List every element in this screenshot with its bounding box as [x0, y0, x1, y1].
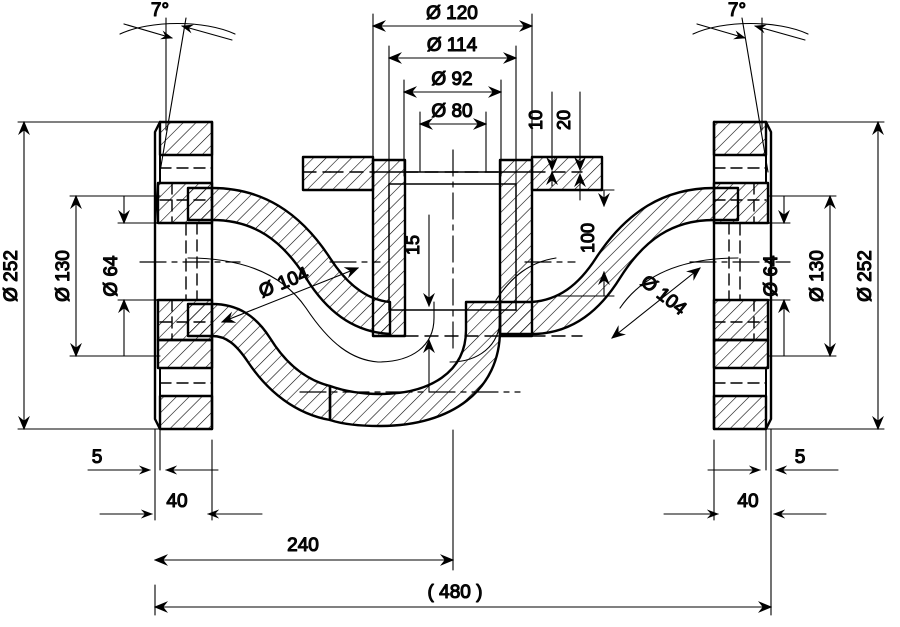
dim-label-d252-right: Ø 252 [855, 250, 876, 302]
dim-label-d92: Ø 92 [431, 69, 472, 90]
dim-label-240: 240 [287, 535, 319, 556]
dim-label-d64-left: Ø 64 [101, 255, 122, 297]
dim-label-10: 10 [526, 110, 546, 130]
centrelines [139, 149, 791, 393]
dim-100 [555, 189, 615, 297]
dim-label-5-right: 5 [795, 447, 806, 468]
right-flange [712, 120, 773, 431]
dim-label-d104-left: Ø 104 [256, 263, 312, 302]
angle-label-right: 7° [728, 0, 746, 21]
dim-label-d252-left: Ø 252 [1, 250, 22, 302]
dim-d104-left [220, 267, 360, 323]
dim-label-d120: Ø 120 [426, 3, 478, 24]
dim-240 [153, 429, 455, 571]
dim-label-40-left: 40 [166, 491, 187, 512]
dim-label-d80: Ø 80 [431, 101, 472, 122]
dim-label-d130-left: Ø 130 [53, 250, 74, 302]
angle-dimension-left [119, 17, 236, 173]
dim-label-20: 20 [554, 110, 574, 130]
angle-label-left: 7° [151, 0, 169, 21]
angle-dimension-right [692, 17, 809, 173]
left-pipe-body [186, 186, 392, 422]
dim-label-480: ( 480 ) [428, 582, 483, 603]
dim-label-5-left: 5 [92, 447, 103, 468]
dim-label-d64-right: Ø 64 [761, 255, 782, 297]
dim-d104-right [611, 267, 701, 339]
dim-label-100: 100 [578, 223, 598, 253]
bottom-extension-lines-right [713, 428, 772, 616]
dim-15 [404, 214, 441, 393]
dim-label-d130-right: Ø 130 [807, 250, 828, 302]
dim-label-15: 15 [403, 235, 423, 255]
dim-label-40-right: 40 [737, 491, 758, 512]
dim-label-d114: Ø 114 [427, 35, 478, 56]
left-flange [153, 120, 214, 431]
dim-label-d104-right: Ø 104 [637, 271, 691, 320]
bottom-extension-lines-left [154, 428, 213, 616]
